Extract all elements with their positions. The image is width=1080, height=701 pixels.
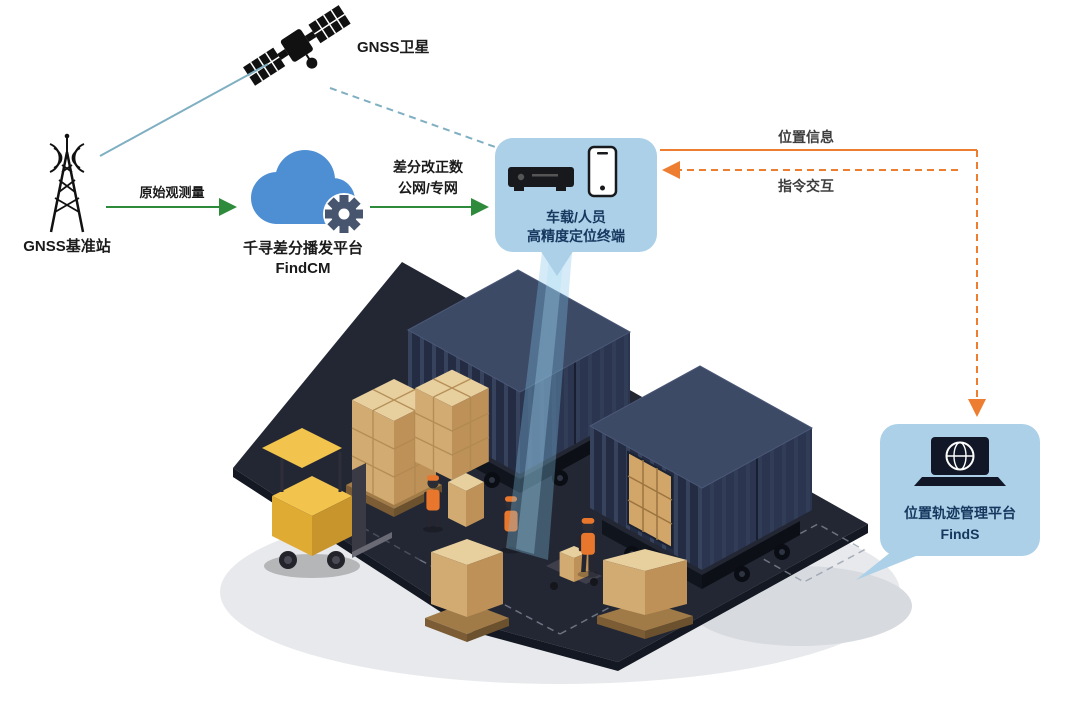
cloud-icon	[251, 150, 365, 235]
finds-bubble: 位置轨迹管理平台 FindS	[856, 424, 1040, 580]
container-open-door	[627, 450, 673, 550]
pallet	[425, 602, 509, 642]
pallet-stack-2	[414, 369, 490, 480]
forklift	[262, 428, 392, 578]
finds-title: 位置轨迹管理平台	[904, 505, 1016, 521]
crate	[603, 549, 687, 615]
satellite-label: GNSS卫星	[357, 39, 430, 56]
gnss-satellite-icon	[243, 5, 351, 86]
base-station-icon	[49, 133, 85, 233]
corrections-label-line1: 差分改正数	[393, 159, 464, 175]
cloud-platform-product: FindCM	[276, 260, 331, 277]
positioning-beam	[506, 252, 572, 560]
base-station-label: GNSS基准站	[23, 237, 111, 255]
satellite-to-station-link	[99, 63, 269, 157]
cloud-platform-title: 千寻差分播发平台	[243, 239, 363, 257]
position-info-label: 位置信息	[778, 129, 834, 145]
raw-observation-label: 原始观测量	[139, 185, 204, 200]
laptop-globe-icon	[914, 437, 1006, 486]
terminal-label-line2: 高精度定位终端	[527, 228, 625, 244]
satellite-to-terminal-link	[329, 87, 499, 149]
crate	[431, 539, 503, 617]
terminal-bubble: 车载/人员 高精度定位终端	[495, 138, 657, 276]
terminal-label-line1: 车载/人员	[546, 209, 606, 225]
gear-icon	[323, 193, 365, 235]
corrections-label-line2: 公网/专网	[398, 180, 458, 196]
crate	[448, 473, 484, 527]
pallet-stack-1	[351, 379, 437, 505]
finds-product: FindS	[941, 526, 980, 542]
terminal-device-icon	[508, 167, 574, 191]
command-label: 指令交互	[778, 178, 834, 194]
smartphone-icon	[587, 145, 618, 198]
